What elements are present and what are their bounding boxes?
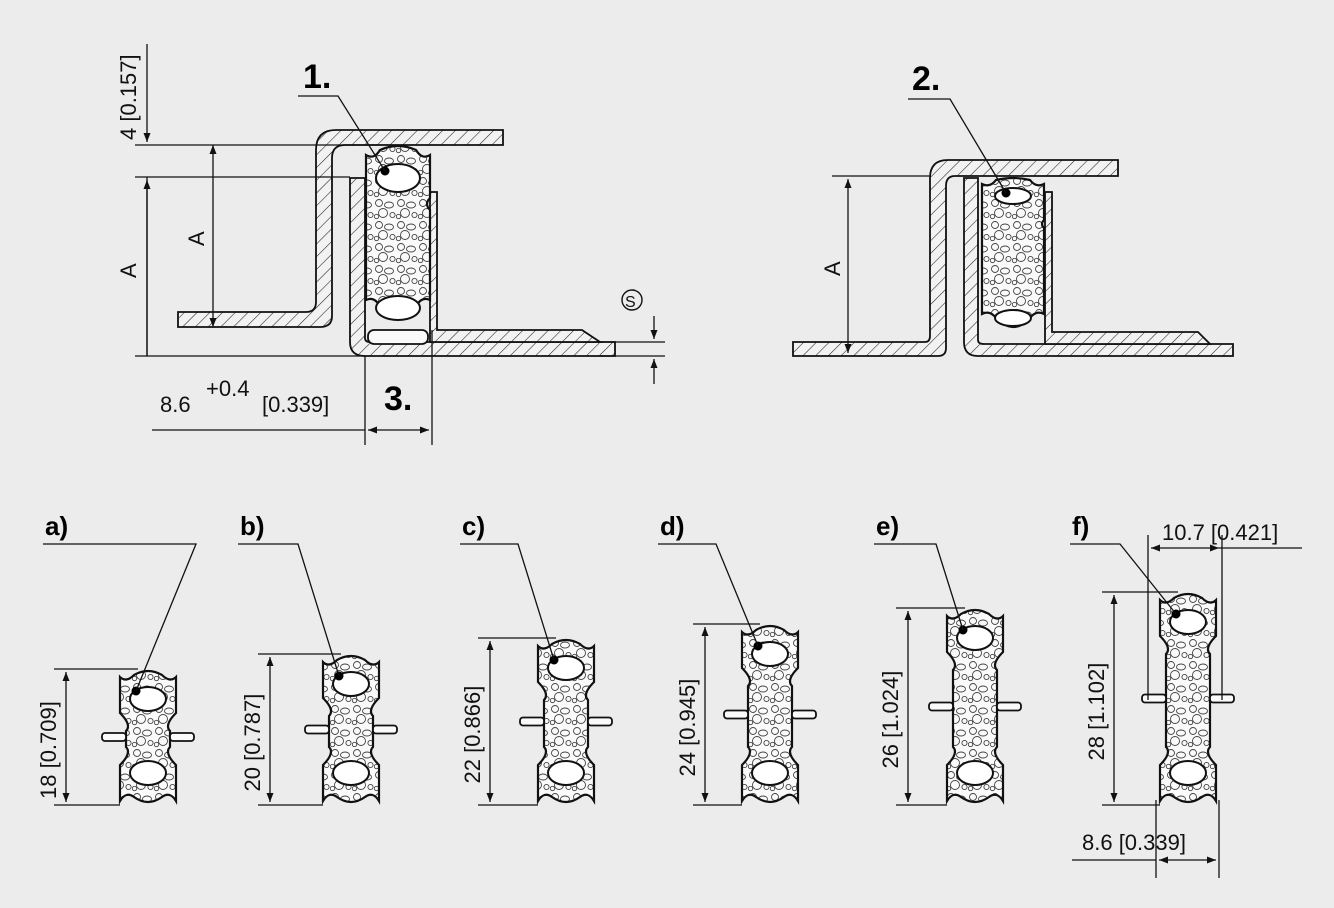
profile-leader	[460, 543, 555, 661]
profile-f: f) 28 [1.102]	[1070, 511, 1235, 806]
profile-fin-right	[791, 709, 817, 720]
profile-fin-right	[169, 732, 195, 742]
profile-outline	[945, 608, 1005, 805]
profile-height-dim: 26 [1.024]	[878, 671, 903, 769]
profile-height-dim: 24 [0.945]	[675, 679, 700, 777]
profile-label: c)	[462, 511, 485, 541]
profile-fin-left	[1141, 693, 1167, 704]
profile-leader	[874, 543, 964, 631]
profile-hole-bottom	[129, 760, 167, 786]
dim-width-inch: [0.339]	[262, 392, 329, 417]
profile-outline	[536, 638, 596, 805]
dim-width-top: 10.7 [0.421]	[1162, 520, 1278, 545]
profile-label: a)	[45, 511, 68, 541]
profile-leader	[238, 543, 340, 677]
upper-plate	[177, 129, 504, 328]
profile-label: e)	[876, 511, 899, 541]
profile-hole-bottom	[547, 760, 585, 786]
profile-fin-left	[723, 709, 749, 720]
profile-hole-bottom	[751, 760, 789, 786]
profile-fin-right	[996, 701, 1022, 712]
dim-width-tolerance: +0.4	[206, 376, 249, 401]
profile-height-dim: 20 [0.787]	[240, 694, 265, 792]
profile-hole-bottom	[956, 760, 994, 786]
profile-fin-left	[928, 701, 954, 712]
s-symbol	[621, 289, 643, 311]
dim-a-2: A	[820, 261, 845, 276]
gasket-profile-compressed	[980, 176, 1046, 329]
mounting-strip	[429, 191, 603, 343]
assembly-1: 1. 4 [0.157] A A S 8.6 +0.4 [0.339] 3.	[116, 44, 665, 445]
profile-f-widths: 10.7 [0.421] 8.6 [0.339]	[1072, 520, 1302, 878]
profile-label: f)	[1072, 511, 1089, 541]
profile-fin-right	[372, 724, 398, 735]
profile-height-dim: 18 [0.709]	[36, 701, 61, 799]
profile-hole-bottom	[1169, 760, 1207, 786]
dim-a-outer: A	[116, 263, 141, 278]
dim-a-inner: A	[184, 231, 209, 246]
callout-label-3: 3.	[384, 380, 412, 418]
profile-label: b)	[240, 511, 265, 541]
leader-1	[298, 95, 386, 172]
assembly-2: 2. A	[792, 60, 1234, 357]
profile-a: a) 18 [0.709]	[36, 511, 197, 806]
profile-leader	[658, 543, 759, 647]
profile-hole-bottom	[332, 760, 370, 786]
profile-outline	[1158, 592, 1218, 805]
profile-fin-left	[519, 716, 545, 727]
dim-s: S	[625, 294, 636, 311]
dim-top-thickness: 4 [0.157]	[116, 54, 141, 140]
profile-outline	[740, 624, 800, 805]
profile-height-dim: 22 [0.866]	[460, 686, 485, 784]
dim-width-bottom: 8.6 [0.339]	[1082, 830, 1186, 855]
callout-label-1: 1.	[303, 58, 331, 96]
lower-plate-2	[963, 177, 1234, 357]
upper-plate-2	[792, 159, 1119, 357]
callout-label-2: 2.	[912, 60, 940, 98]
profile-c: c) 22 [0.866]	[460, 511, 613, 806]
profile-leader	[1070, 543, 1177, 615]
leader-2	[908, 98, 1007, 194]
profile-fin-right	[587, 716, 613, 727]
profile-height-dim: 28 [1.102]	[1084, 663, 1109, 761]
mounting-strip-2	[1044, 191, 1213, 345]
profile-b: b) 20 [0.787]	[238, 511, 398, 806]
profile-fin-left	[304, 724, 330, 735]
dim-width-value: 8.6	[160, 392, 191, 417]
profile-d: d) 24 [0.945]	[658, 511, 817, 806]
profile-variants: a) 18 [0.709] b) 20 [0.787] c) 22 [0.866] d) 24…	[36, 511, 1235, 806]
gasket-profile-main	[364, 144, 432, 345]
profile-fin-left	[101, 732, 127, 742]
profile-label: d)	[660, 511, 685, 541]
profile-e: e) 26 [1.024]	[874, 511, 1022, 806]
profile-leader	[43, 543, 197, 692]
